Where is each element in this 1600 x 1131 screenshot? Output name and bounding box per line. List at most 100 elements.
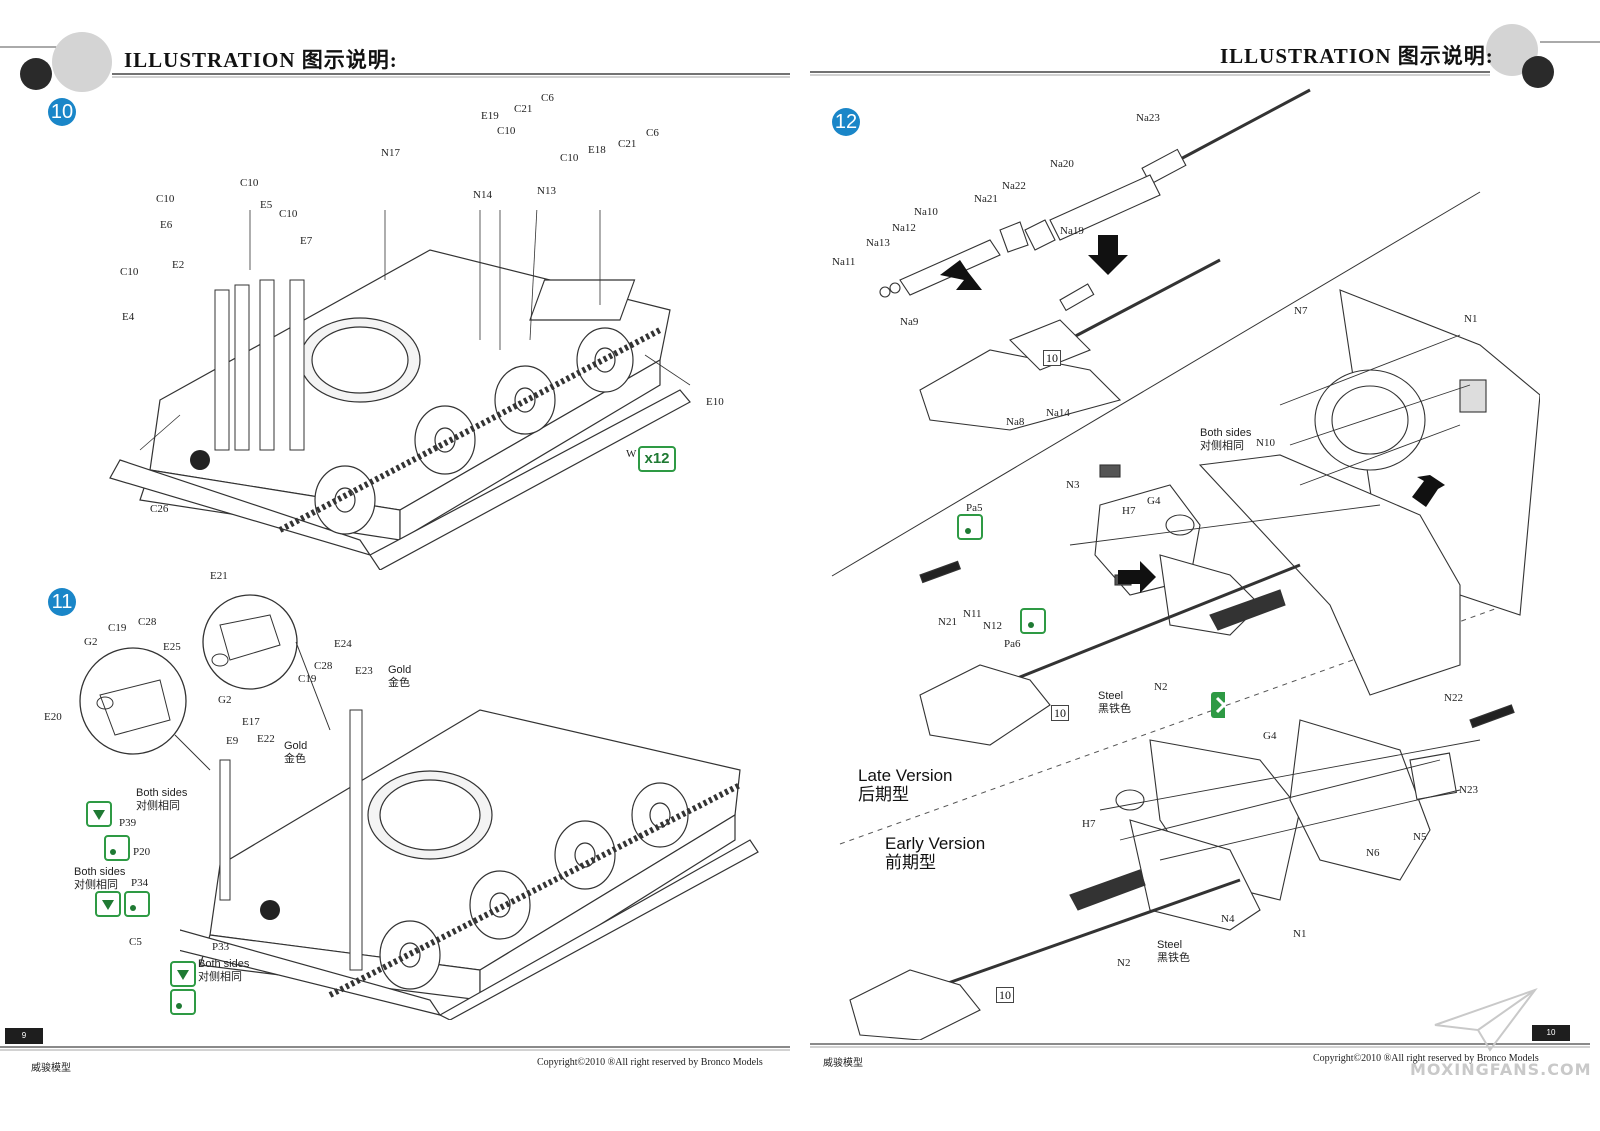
part-label: N22 xyxy=(1444,692,1463,704)
part-label: C26 xyxy=(150,503,169,515)
part-label: N13 xyxy=(537,185,556,197)
quantity-part-label: W xyxy=(626,448,637,460)
part-label: N6 xyxy=(1366,847,1380,859)
step-12-badge: 12 xyxy=(832,108,860,136)
both-sides-note-en: Both sides xyxy=(1200,427,1252,439)
part-label: Na20 xyxy=(1050,158,1074,170)
glue-icons-right xyxy=(957,514,1225,718)
part-label: N7 xyxy=(1294,305,1308,317)
part-label: C21 xyxy=(618,138,637,150)
glue-icons xyxy=(86,801,196,1015)
part-label: N2 xyxy=(1117,957,1131,969)
ref-number-box: 10 xyxy=(1043,350,1061,366)
both-sides-note-zh: 对侧相同 xyxy=(198,971,242,983)
part-label: E9 xyxy=(226,735,239,747)
part-label: G2 xyxy=(84,636,98,648)
steel-note-zh: 黑铁色 xyxy=(1098,703,1131,715)
part-label: N2 xyxy=(1154,681,1168,693)
page-number-right: 10 xyxy=(1532,1025,1570,1041)
steel-note-en: Steel xyxy=(1157,939,1183,951)
part-label: G4 xyxy=(1147,495,1161,507)
detail-callouts xyxy=(79,594,331,771)
part-label: E7 xyxy=(300,235,313,247)
part-label: N3 xyxy=(1066,479,1080,491)
left-page: ILLUSTRATION 图示说明: 10 xyxy=(0,32,790,1074)
part-label: C10 xyxy=(156,193,175,205)
early-version-zh: 前期型 xyxy=(885,853,936,872)
part-label: Na14 xyxy=(1046,407,1070,419)
part-label: Pa6 xyxy=(1004,638,1021,650)
part-label: C5 xyxy=(129,936,142,948)
part-label: E19 xyxy=(481,110,499,122)
part-label: N21 xyxy=(938,616,957,628)
early-version-drawing xyxy=(849,704,1515,1040)
part-label: E22 xyxy=(257,733,275,745)
quantity-badge: x12 xyxy=(638,446,676,472)
part-label: Na22 xyxy=(1002,180,1026,192)
steel-note-en: Steel xyxy=(1098,690,1124,702)
copyright-left: Copyright©2010 ®All right reserved by Br… xyxy=(537,1057,763,1068)
part-label: N12 xyxy=(983,620,1002,632)
gold-note-en: Gold xyxy=(388,664,412,676)
both-sides-note-zh: 对侧相同 xyxy=(1200,440,1244,452)
part-label: E24 xyxy=(334,638,352,650)
part-label: N14 xyxy=(473,189,492,201)
part-label: C6 xyxy=(541,92,554,104)
gold-note-en: Gold xyxy=(284,740,308,752)
part-label: Na12 xyxy=(892,222,916,234)
watermark-text: MOXINGFANS.COM xyxy=(1410,1060,1592,1079)
copyright-right: Copyright©2010 ®All right reserved by Br… xyxy=(1313,1053,1539,1064)
both-sides-note-en: Both sides xyxy=(198,958,250,970)
part-label: N4 xyxy=(1221,913,1235,925)
part-label: P33 xyxy=(212,941,230,953)
page-number-left: 9 xyxy=(5,1028,43,1044)
part-label: C19 xyxy=(298,673,317,685)
part-label: E17 xyxy=(242,716,260,728)
part-label: Na10 xyxy=(914,206,938,218)
early-version-en: Early Version xyxy=(885,834,986,853)
step-11-tank-drawing xyxy=(180,709,759,1020)
part-label: C10 xyxy=(240,177,259,189)
breech-assembly-drawing xyxy=(879,88,1311,431)
header-ornament-left xyxy=(0,32,790,92)
part-label: C28 xyxy=(314,660,333,672)
late-version-en: Late Version xyxy=(858,766,953,785)
brand-right: 威骏模型 xyxy=(823,1058,863,1069)
part-label: C10 xyxy=(497,125,516,137)
part-label: C21 xyxy=(514,103,533,115)
part-label: G4 xyxy=(1263,730,1277,742)
part-label: E18 xyxy=(588,144,606,156)
part-label: E21 xyxy=(210,570,228,582)
part-label: C19 xyxy=(108,622,127,634)
page-title-right: ILLUSTRATION 图示说明: xyxy=(1220,44,1494,68)
header-ornament-right xyxy=(810,24,1600,88)
part-label: Na11 xyxy=(832,256,856,268)
page-title-left: ILLUSTRATION 图示说明: xyxy=(124,48,398,72)
part-label: E23 xyxy=(355,665,373,677)
footer-rule-left xyxy=(0,1046,790,1051)
both-sides-note-en: Both sides xyxy=(136,787,188,799)
part-label: P20 xyxy=(133,846,151,858)
part-label: C10 xyxy=(279,208,298,220)
part-label: P39 xyxy=(119,817,137,829)
gold-note-zh: 金色 xyxy=(284,753,306,765)
part-label: E4 xyxy=(122,311,135,323)
step-11-badge: 11 xyxy=(48,588,76,616)
steel-note-zh: 黑铁色 xyxy=(1157,952,1190,964)
both-sides-note-en: Both sides xyxy=(74,866,126,878)
part-label: E2 xyxy=(172,259,185,271)
paper-plane-logo xyxy=(1434,987,1538,1052)
step-10-badge: 10 xyxy=(48,98,76,126)
part-label: N17 xyxy=(381,147,400,159)
step-10-tank-drawing xyxy=(109,210,691,570)
part-label: E20 xyxy=(44,711,62,723)
part-label: Na9 xyxy=(900,316,919,328)
part-label: H7 xyxy=(1122,505,1136,517)
part-label: N1 xyxy=(1464,313,1478,325)
part-label: N10 xyxy=(1256,437,1275,449)
brand-left: 威骏模型 xyxy=(31,1063,71,1074)
ref-number-box: 10 xyxy=(1051,705,1069,721)
part-label: Pa5 xyxy=(966,502,983,514)
part-label: C10 xyxy=(560,152,579,164)
part-label: N23 xyxy=(1459,784,1478,796)
